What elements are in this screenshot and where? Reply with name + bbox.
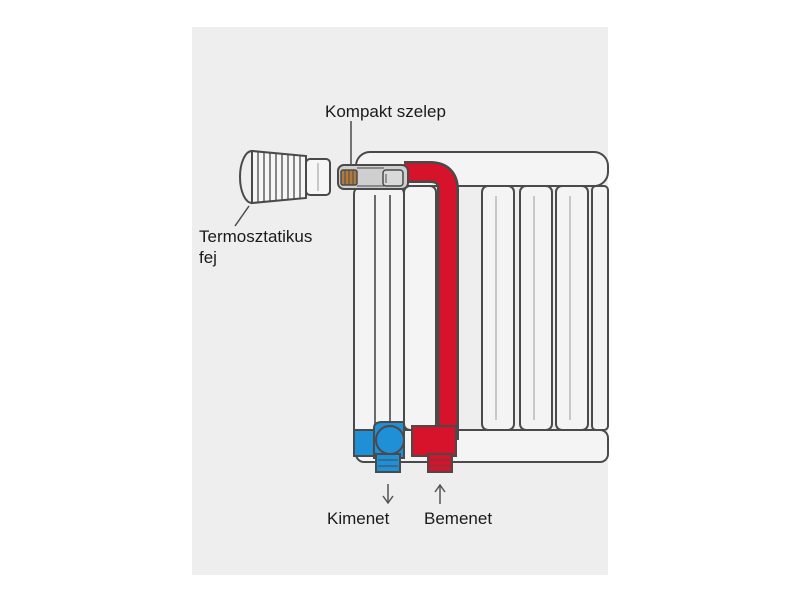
inlet-arrow-icon [434, 483, 446, 504]
outlet-arrow-icon [382, 484, 394, 505]
thermostat-label-line1: Termosztatikus [199, 227, 313, 246]
hot-water-pipe [404, 161, 459, 473]
cold-water-pipe [353, 421, 405, 473]
radiator-column-left [353, 185, 405, 449]
compact-valve [337, 164, 409, 190]
inlet-label: Bemenet [424, 509, 493, 528]
radiator-fin [403, 185, 437, 431]
thermostat-label-line2: fej [199, 248, 217, 267]
radiator-fins [403, 185, 609, 431]
outlet-label: Kimenet [327, 509, 390, 528]
radiator-fin [591, 185, 609, 431]
radiator-fin [555, 185, 589, 431]
radiator-fin [481, 185, 515, 431]
thermostat-leader-line [234, 205, 250, 227]
thermostatic-head [239, 149, 331, 205]
valve-label: Kompakt szelep [325, 102, 446, 121]
radiator-fin [519, 185, 553, 431]
